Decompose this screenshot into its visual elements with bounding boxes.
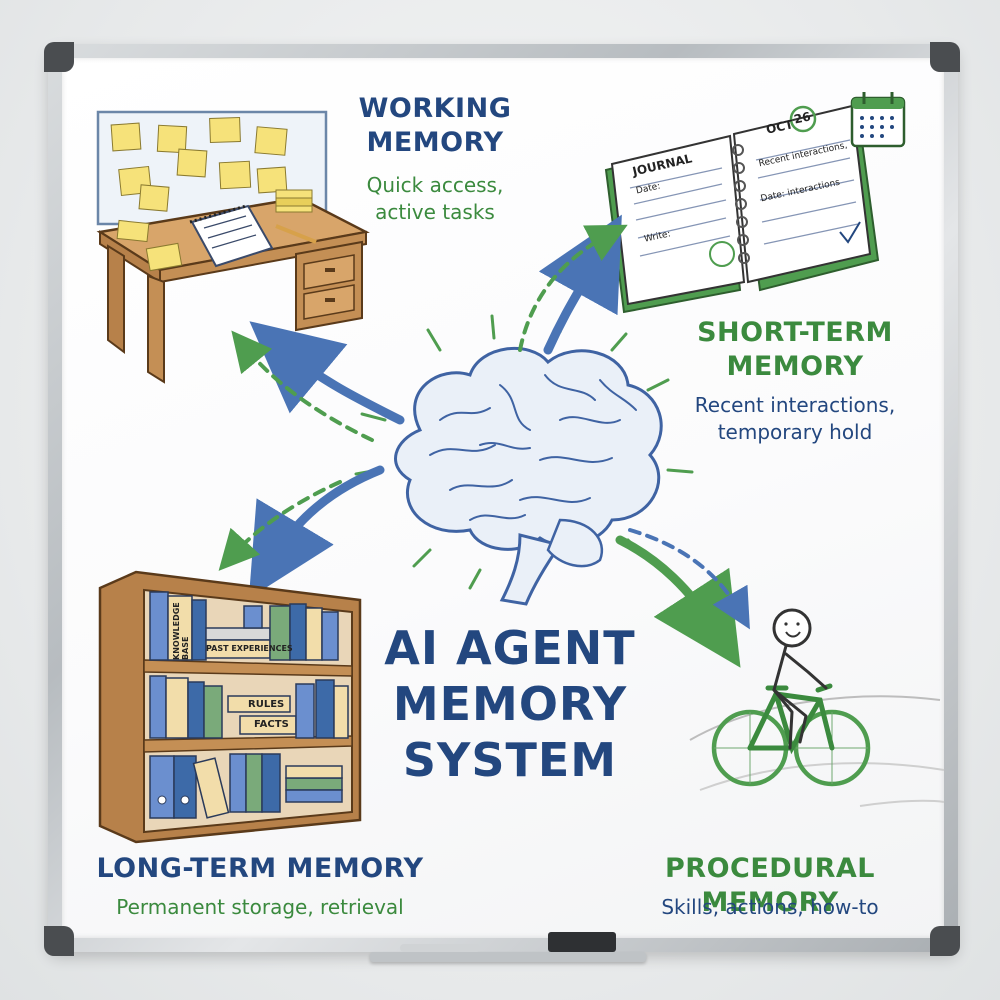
working-memory-heading-line: WORKING	[358, 93, 512, 124]
procedural-memory-description: Skills, actions, how-to	[661, 895, 879, 919]
book-facts: FACTS	[254, 719, 289, 730]
page-title-line: MEMORY	[392, 677, 628, 731]
long-term-memory-description: Permanent storage, retrieval	[116, 895, 404, 919]
short-term-memory-heading-line: MEMORY	[726, 351, 864, 382]
working-memory-heading-line: MEMORY	[366, 127, 504, 158]
book-past-experiences: PAST EXPERIENCES	[206, 644, 293, 653]
frame-corner	[44, 42, 74, 72]
working-memory-description-line: Quick access,	[366, 173, 504, 197]
short-term-memory-heading-line: SHORT-TERM	[697, 317, 893, 348]
book-rules: RULES	[248, 699, 285, 710]
book-knowledge-base: KNOWLEDGE BASE	[172, 602, 190, 660]
journal-icon	[604, 104, 880, 314]
working-memory-description: Quick access, active tasks	[330, 172, 540, 226]
eraser-icon	[548, 932, 616, 952]
short-term-memory-description: Recent interactions, temporary hold	[660, 392, 930, 446]
marker-icon	[400, 944, 480, 952]
frame-corner	[930, 42, 960, 72]
cyclist-icon	[689, 608, 945, 807]
short-term-memory-description-line: temporary hold	[717, 420, 873, 444]
working-memory-heading: WORKING MEMORY	[330, 92, 540, 160]
procedural-memory-heading: PROCEDURAL MEMORY	[664, 853, 876, 918]
short-term-memory-heading: SHORT-TERM MEMORY	[680, 316, 910, 384]
long-term-memory-heading: LONG-TERM MEMORY	[96, 853, 424, 884]
short-term-memory-description-line: Recent interactions,	[694, 393, 896, 417]
calendar-icon	[850, 92, 906, 148]
bookshelf-icon	[98, 570, 362, 844]
flow-arrows	[218, 214, 750, 668]
page-title: AI AGENT MEMORY SYSTEM	[360, 620, 660, 788]
marker-tray	[370, 952, 646, 962]
page-title-line: SYSTEM	[402, 733, 618, 787]
desk-icon	[96, 110, 370, 384]
working-memory-description-line: active tasks	[375, 200, 495, 224]
frame-corner	[930, 926, 960, 956]
page-title-line: AI AGENT	[384, 621, 636, 675]
brain-icon	[394, 347, 663, 606]
frame-corner	[44, 926, 74, 956]
